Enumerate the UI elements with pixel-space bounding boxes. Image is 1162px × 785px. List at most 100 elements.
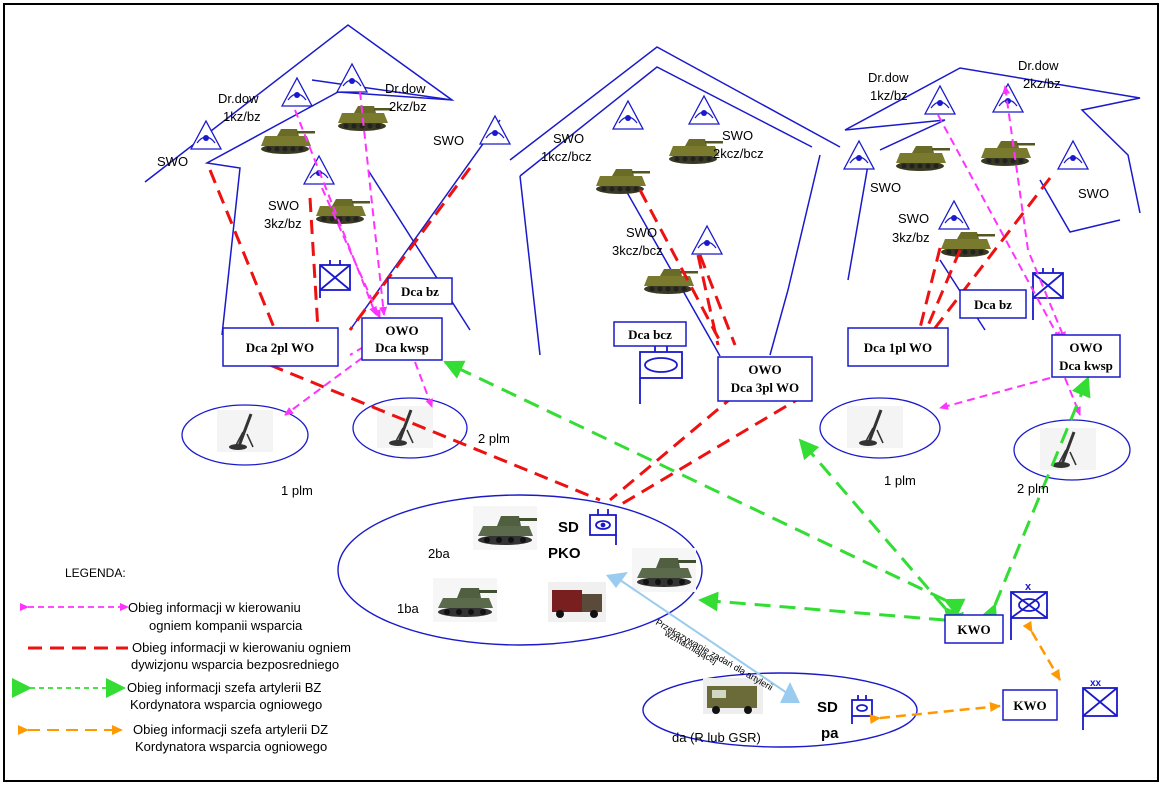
svg-text:1kz/bz: 1kz/bz	[870, 88, 908, 103]
svg-text:Obieg informacji w kierowaniu: Obieg informacji w kierowaniu ogniem	[132, 640, 351, 655]
svg-text:Dca 1pl WO: Dca 1pl WO	[864, 340, 932, 355]
svg-text:xx: xx	[1090, 678, 1102, 689]
frame-border	[3, 3, 1159, 782]
command-vehicle-icon	[548, 582, 606, 622]
box-dca2pl: Dca 2pl WO	[222, 327, 339, 367]
svg-text:2 plm: 2 plm	[1017, 481, 1049, 496]
ifv-tank-icon	[316, 199, 370, 224]
radar-vehicle-icon	[703, 678, 763, 714]
svg-text:2kz/bz: 2kz/bz	[1023, 76, 1061, 91]
svg-text:SWO: SWO	[553, 131, 584, 146]
observer-triangle-icon	[303, 155, 335, 185]
ifv-tank-icon	[981, 141, 1035, 166]
observer-triangle-icon	[336, 63, 368, 93]
box-dcabcz: Dca bcz	[613, 321, 687, 347]
svg-text:da (R lub GSR): da (R lub GSR)	[672, 730, 761, 745]
svg-text:KWO: KWO	[957, 622, 990, 637]
svg-text:1kz/bz: 1kz/bz	[223, 109, 261, 124]
svg-text:3kz/bz: 3kz/bz	[892, 230, 930, 245]
svg-text:3kcz/bcz: 3kcz/bcz	[612, 243, 663, 258]
mortar-platoon-ellipse	[181, 404, 309, 466]
box-dcabz-right: Dca bz	[959, 289, 1027, 319]
division-hq-symbol: xx	[1082, 678, 1118, 730]
orange-coordination-lines	[869, 620, 1062, 724]
observer-triangle-icon	[190, 120, 222, 150]
svg-text:LEGENDA:: LEGENDA:	[65, 566, 126, 580]
svg-text:2 plm: 2 plm	[478, 431, 510, 446]
svg-text:Obieg informacji w kierowaniu: Obieg informacji w kierowaniu	[128, 600, 301, 615]
svg-text:Obieg informacji szefa artyler: Obieg informacji szefa artylerii BZ	[127, 680, 321, 695]
svg-text:KWO: KWO	[1013, 698, 1046, 713]
fire-direction-symbol	[851, 695, 873, 724]
box-owo-right: OWO Dca kwsp	[1051, 334, 1121, 378]
svg-text:OWO: OWO	[1069, 340, 1102, 355]
svg-text:1kcz/bcz: 1kcz/bcz	[541, 149, 592, 164]
self-propelled-howitzer-icon	[632, 548, 696, 592]
observer-triangle-icon	[691, 225, 723, 255]
box-kwo-division: KWO	[1002, 689, 1058, 721]
box-dcabz-left: Dca bz	[387, 277, 453, 305]
svg-text:Dca 3pl WO: Dca 3pl WO	[731, 380, 799, 395]
svg-text:OWO: OWO	[385, 323, 418, 338]
svg-text:2kcz/bcz: 2kcz/bcz	[713, 146, 764, 161]
observer-triangle-icon	[924, 85, 956, 115]
svg-text:Kordynatora wsparcia ogniowego: Kordynatora wsparcia ogniowego	[130, 697, 322, 712]
tank-icon	[644, 269, 698, 294]
legend-item-orange: Obieg informacji szefa artylerii DZ Kord…	[18, 722, 328, 754]
legend: LEGENDA: Obieg informacji w kierowaniu o…	[12, 566, 351, 754]
svg-text:Dca bcz: Dca bcz	[628, 327, 672, 342]
mortar-icon	[1038, 426, 1098, 472]
svg-text:Dr.dow: Dr.dow	[1018, 58, 1059, 73]
svg-text:PKO: PKO	[548, 545, 581, 562]
svg-text:Dr.dow: Dr.dow	[218, 91, 259, 106]
observer-triangle-icon	[479, 115, 511, 145]
svg-text:Dca 2pl WO: Dca 2pl WO	[246, 340, 314, 355]
observer-triangle-icon	[938, 200, 970, 230]
legend-item-magenta: Obieg informacji w kierowaniu ogniem kom…	[20, 600, 303, 633]
box-owo-mid: OWO Dca 3pl WO	[717, 356, 813, 402]
svg-text:Kordynatora wsparcia ogniowego: Kordynatora wsparcia ogniowego	[135, 739, 327, 754]
brigade-hq-symbol: x	[1010, 581, 1048, 640]
svg-text:Dca bz: Dca bz	[401, 284, 439, 299]
svg-text:SWO: SWO	[898, 211, 929, 226]
svg-text:2ba: 2ba	[428, 546, 450, 561]
svg-text:SWO: SWO	[433, 133, 464, 148]
svg-text:Dr.dow: Dr.dow	[868, 70, 909, 85]
svg-text:ogniem kompanii wsparcia: ogniem kompanii wsparcia	[149, 618, 303, 633]
box-owo-left: OWO Dca kwsp	[361, 317, 443, 361]
svg-text:Dca kwsp: Dca kwsp	[1059, 358, 1113, 373]
svg-text:pa: pa	[821, 725, 839, 742]
svg-text:SWO: SWO	[626, 225, 657, 240]
svg-text:1 plm: 1 plm	[281, 483, 313, 498]
self-propelled-howitzer-icon	[473, 506, 537, 550]
svg-text:SD: SD	[558, 519, 579, 536]
ifv-tank-icon	[941, 232, 995, 257]
box-dca1pl: Dca 1pl WO	[847, 327, 949, 367]
svg-text:SWO: SWO	[722, 128, 753, 143]
svg-text:2kz/bz: 2kz/bz	[389, 99, 427, 114]
svg-text:SWO: SWO	[870, 180, 901, 195]
observer-triangle-icon	[1057, 140, 1089, 170]
svg-text:Dca bz: Dca bz	[974, 297, 1012, 312]
ifv-tank-icon	[896, 146, 950, 171]
svg-text:x: x	[1025, 581, 1032, 593]
battalion-command-symbol	[639, 346, 683, 404]
tasking-arrow	[606, 572, 800, 703]
legend-item-green: Obieg informacji szefa artylerii BZ Kord…	[12, 678, 322, 712]
svg-text:1ba: 1ba	[397, 601, 419, 616]
svg-text:OWO: OWO	[748, 362, 781, 377]
company-command-symbol	[1032, 268, 1064, 320]
svg-text:3kz/bz: 3kz/bz	[264, 216, 302, 231]
tank-icon	[596, 169, 650, 194]
svg-text:SWO: SWO	[268, 198, 299, 213]
company-command-symbol	[319, 260, 351, 298]
observer-triangle-icon	[688, 95, 720, 125]
sector-middle	[509, 46, 841, 357]
self-propelled-howitzer-icon	[433, 578, 497, 622]
svg-text:1 plm: 1 plm	[884, 473, 916, 488]
svg-text:Dr.dow: Dr.dow	[385, 81, 426, 96]
svg-text:dywizjonu wsparcia bezposredni: dywizjonu wsparcia bezposredniego	[131, 657, 339, 672]
svg-text:SWO: SWO	[1078, 186, 1109, 201]
observer-triangle-icon	[843, 140, 875, 170]
